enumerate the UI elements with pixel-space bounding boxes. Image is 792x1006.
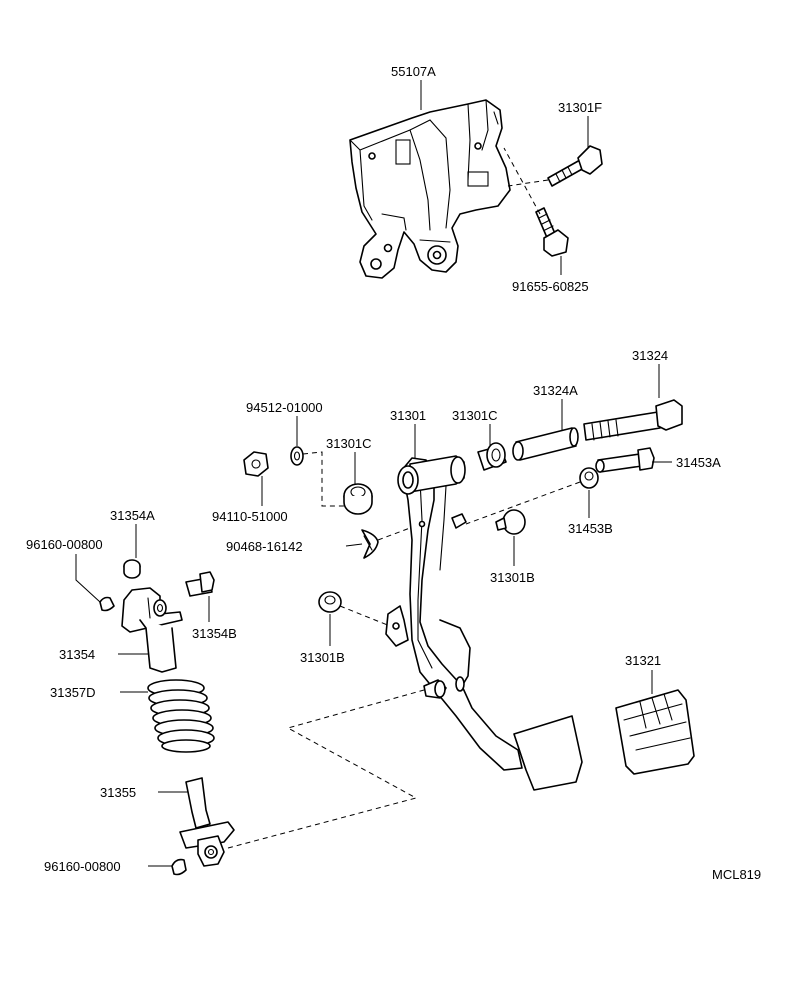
label-31301B-right: 31301B [490, 570, 535, 585]
spring-31357D-part [147, 679, 215, 753]
stopper-31301B-left-part [318, 591, 342, 613]
nut-axis-guide-line [302, 451, 344, 507]
clip-pin-guide-line [377, 527, 411, 541]
stopper-31301B-right-part [495, 509, 526, 535]
label-31321: 31321 [625, 653, 661, 668]
label-31301: 31301 [390, 408, 426, 423]
label-31324A: 31324A [533, 383, 578, 398]
nut-94110-part [243, 451, 269, 477]
clutch-pedal-arm-part [385, 455, 583, 791]
label-31453A: 31453A [676, 455, 721, 470]
bushing-31301C-mid-part [343, 483, 373, 515]
diagram-id: MCL819 [712, 867, 761, 882]
label-31354A: 31354A [110, 508, 155, 523]
label-31355: 31355 [100, 785, 136, 800]
yoke-31354-part [121, 587, 183, 673]
bolt-31324-part [583, 399, 683, 441]
bolt-31301F-part [547, 145, 603, 187]
clip-pin-90468-part [361, 529, 379, 559]
label-31453B: 31453B [568, 521, 613, 536]
label-31301C-top: 31301C [452, 408, 498, 423]
washer-94512-part [290, 446, 304, 466]
sleeve-31324A-part [512, 427, 579, 461]
label-55107A: 55107A [391, 64, 436, 79]
label-94512-01000: 94512-01000 [246, 400, 323, 415]
label-94110-51000: 94110-51000 [212, 509, 288, 524]
bolt-91655-part [535, 207, 569, 257]
label-31301C-mid: 31301C [326, 436, 372, 451]
label-31301B-left: 31301B [300, 650, 345, 665]
label-31301F: 31301F [558, 100, 602, 115]
pedal-pad-31321-part [615, 689, 695, 775]
leader-lines [75, 80, 672, 867]
label-31324: 31324 [632, 348, 668, 363]
bushing-31453B-guide-line [465, 481, 581, 525]
bushing-31301C-top-part [477, 442, 507, 471]
pin-31354B-part [185, 571, 215, 597]
clip-96160-top-part [99, 596, 115, 612]
label-96160-00800-top: 96160-00800 [26, 537, 103, 552]
pedal-bracket-part [349, 99, 511, 279]
label-91655-60825: 91655-60825 [512, 279, 589, 294]
label-31354B: 31354B [192, 626, 237, 641]
bushing-31453B-part [579, 467, 599, 489]
push-rod-to-pedal-guide-line [227, 689, 425, 849]
stopper-31301B-left-guide-line [339, 605, 391, 627]
bolt-31453A-part [595, 447, 655, 473]
label-96160-00800-bottom: 96160-00800 [44, 859, 121, 874]
retainer-31354A-part [123, 559, 141, 579]
clip-96160-bottom-part [171, 858, 187, 876]
push-rod-31355-part [179, 777, 235, 867]
bolt-91655-guide-line [503, 147, 541, 215]
label-31357D: 31357D [50, 685, 96, 700]
label-31354: 31354 [59, 647, 95, 662]
bolt-31301F-guide-line [507, 179, 549, 187]
label-90468-16142: 90468-16142 [226, 539, 303, 554]
